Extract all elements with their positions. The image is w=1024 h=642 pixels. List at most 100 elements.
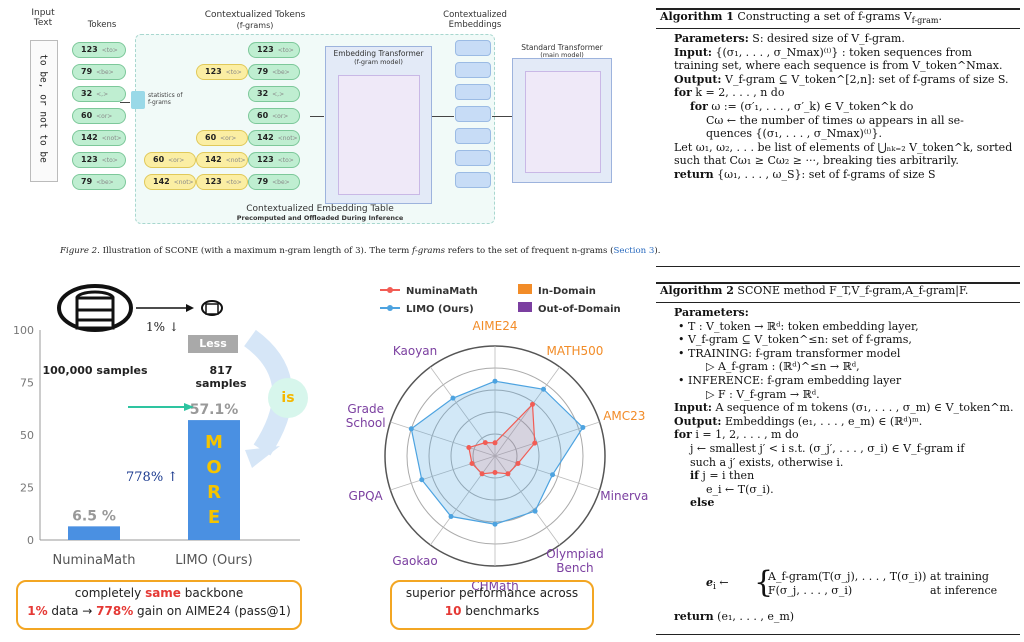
radar-point — [540, 386, 546, 392]
radar-point — [419, 477, 425, 483]
ctx-tokens-label: Contextualized Tokens — [204, 10, 306, 20]
legend-label: Out-of-Domain — [538, 304, 621, 315]
alg2-line: e_i ← T(σ_i). — [706, 482, 774, 496]
alg2-line: F(σ_j, . . . , σ_i) — [768, 584, 853, 597]
radar-axis-label-line: GPQA — [349, 489, 384, 503]
gain-value: 778% — [126, 470, 164, 485]
alg2-line: at inference — [930, 584, 998, 597]
token-text: <be> — [96, 69, 114, 76]
radar-point — [450, 395, 456, 401]
summary-text: gain on AIME24 (pass@1) — [133, 604, 291, 618]
ctx-token-pill: 60<or> — [144, 152, 196, 168]
ctx-token-pill: 142<not> — [248, 130, 300, 146]
y-tick-label: 50 — [20, 429, 34, 442]
x-category-label: NuminaMath — [53, 553, 136, 568]
ctx-token-pill: 123<to> — [248, 152, 300, 168]
radar-point — [580, 424, 586, 430]
radar-point — [469, 460, 475, 466]
samples-left: 100,000 samples — [42, 364, 148, 377]
embedding-cell — [455, 150, 491, 166]
alg2-line: for i = 1, 2, . . . , m do — [674, 428, 799, 442]
radar-point — [466, 445, 472, 451]
summary-highlight: 1% — [27, 604, 48, 618]
radar-point — [550, 472, 556, 478]
radar-point — [505, 471, 511, 477]
one-percent-value: 1% — [146, 320, 166, 334]
alg1-line: Input: {(σ₁, . . . , σ_Nmax)⁽ⁱ⁾} : token… — [674, 45, 972, 59]
token-id: 142 — [153, 177, 170, 186]
bar-numinamath — [68, 526, 120, 540]
token-column: 123<to>79<be>32<,>60<or>142<not>123<to>7… — [70, 36, 132, 196]
y-tick-label: 0 — [27, 534, 34, 547]
radar-spoke — [494, 455, 600, 491]
one-percent-label: 1% ↓ — [146, 320, 179, 334]
caption-section-link[interactable]: Section 3 — [613, 246, 655, 256]
radar-summary-line-1: superior performance across — [405, 586, 579, 600]
more-letter: O — [206, 457, 222, 478]
token-id: 142 — [205, 155, 222, 164]
token-text: <or> — [168, 157, 185, 164]
radar-axis-label-line: Grade — [347, 402, 384, 416]
keyword: if — [690, 469, 699, 483]
token-text: <to> — [101, 157, 118, 164]
alg2-title-bold: Algorithm 2 — [660, 284, 734, 297]
token-text: <to> — [225, 69, 242, 76]
token-id: 123 — [205, 67, 222, 76]
bar-limo-ours- — [188, 420, 240, 540]
ctx-token-pill: 60<or> — [196, 130, 248, 146]
radar-axis-label: Minerva — [600, 489, 648, 503]
token-id: 79 — [81, 177, 93, 186]
radar-spoke — [494, 455, 560, 546]
standard-transformer: Standard Transformer (main model) — [512, 43, 612, 183]
transformer-block — [525, 71, 601, 173]
token-id: 123 — [257, 155, 274, 164]
alg1-title-rule — [656, 28, 1020, 29]
ctx-token-pill: 32<,> — [248, 86, 300, 102]
embedding-cell — [455, 62, 491, 78]
y-tick-label: 25 — [20, 482, 34, 495]
case-brace: { — [754, 565, 774, 600]
ctx-token-pill: 79<be> — [248, 64, 300, 80]
radar-spoke — [430, 455, 496, 546]
radar-axis-label: CHMath — [471, 579, 518, 593]
summary-highlight: same — [145, 586, 181, 600]
keyword: return — [674, 610, 714, 623]
ctx-token-pill: 142<not> — [144, 174, 196, 190]
bar-value-label: 6.5 % — [72, 508, 116, 524]
std-transformer-sublabel: (main model) — [540, 51, 584, 59]
gain-arrow-head — [184, 403, 194, 411]
radar-point — [532, 440, 538, 446]
token-text: <or> — [96, 113, 113, 120]
radar-point — [492, 378, 498, 384]
token-pill: 79<be> — [72, 64, 126, 80]
radar-spoke — [390, 455, 496, 491]
radar-axis-label-line: School — [346, 416, 386, 430]
token-id: 79 — [257, 67, 269, 76]
algorithm-1-title: Algorithm 1 Constructing a set of f-gram… — [660, 10, 942, 26]
figure-caption: Figure 2. Illustration of SCONE (with a … — [60, 246, 660, 256]
table-label: Contextualized Embedding Table — [246, 204, 394, 214]
alg2-line: return (e₁, . . . , e_m) — [674, 610, 795, 623]
keyword: Parameters: — [674, 306, 749, 319]
small-database-cloud-icon — [201, 300, 223, 316]
radar-axis-label: MATH500 — [546, 344, 603, 358]
alg2-line: Input: A sequence of m tokens (σ₁, . . .… — [674, 401, 1014, 415]
alg1-line: Let ω₁, ω₂, . . . be list of elements of… — [674, 140, 1013, 154]
algorithm-1-body: Parameters: S: desired size of V_f-gram.… — [660, 32, 1020, 182]
radar-axis-label-line: AMC23 — [603, 409, 645, 423]
ctx-embeddings-label: Contextualized Embeddings — [443, 10, 507, 30]
token-text: <to> — [277, 157, 294, 164]
more-letter: R — [207, 482, 221, 503]
radar-point — [479, 471, 485, 477]
token-text: <be> — [96, 179, 114, 186]
y-tick-label: 100 — [13, 324, 34, 337]
legend-label: NuminaMath — [406, 286, 478, 297]
token-text: <or> — [220, 135, 237, 142]
summary-line-1: completely same backbone — [18, 586, 300, 600]
token-id: 142 — [81, 133, 98, 142]
caption-prefix: Figure 2. — [60, 246, 100, 256]
alg1-title-bold: Algorithm 1 — [660, 10, 734, 23]
